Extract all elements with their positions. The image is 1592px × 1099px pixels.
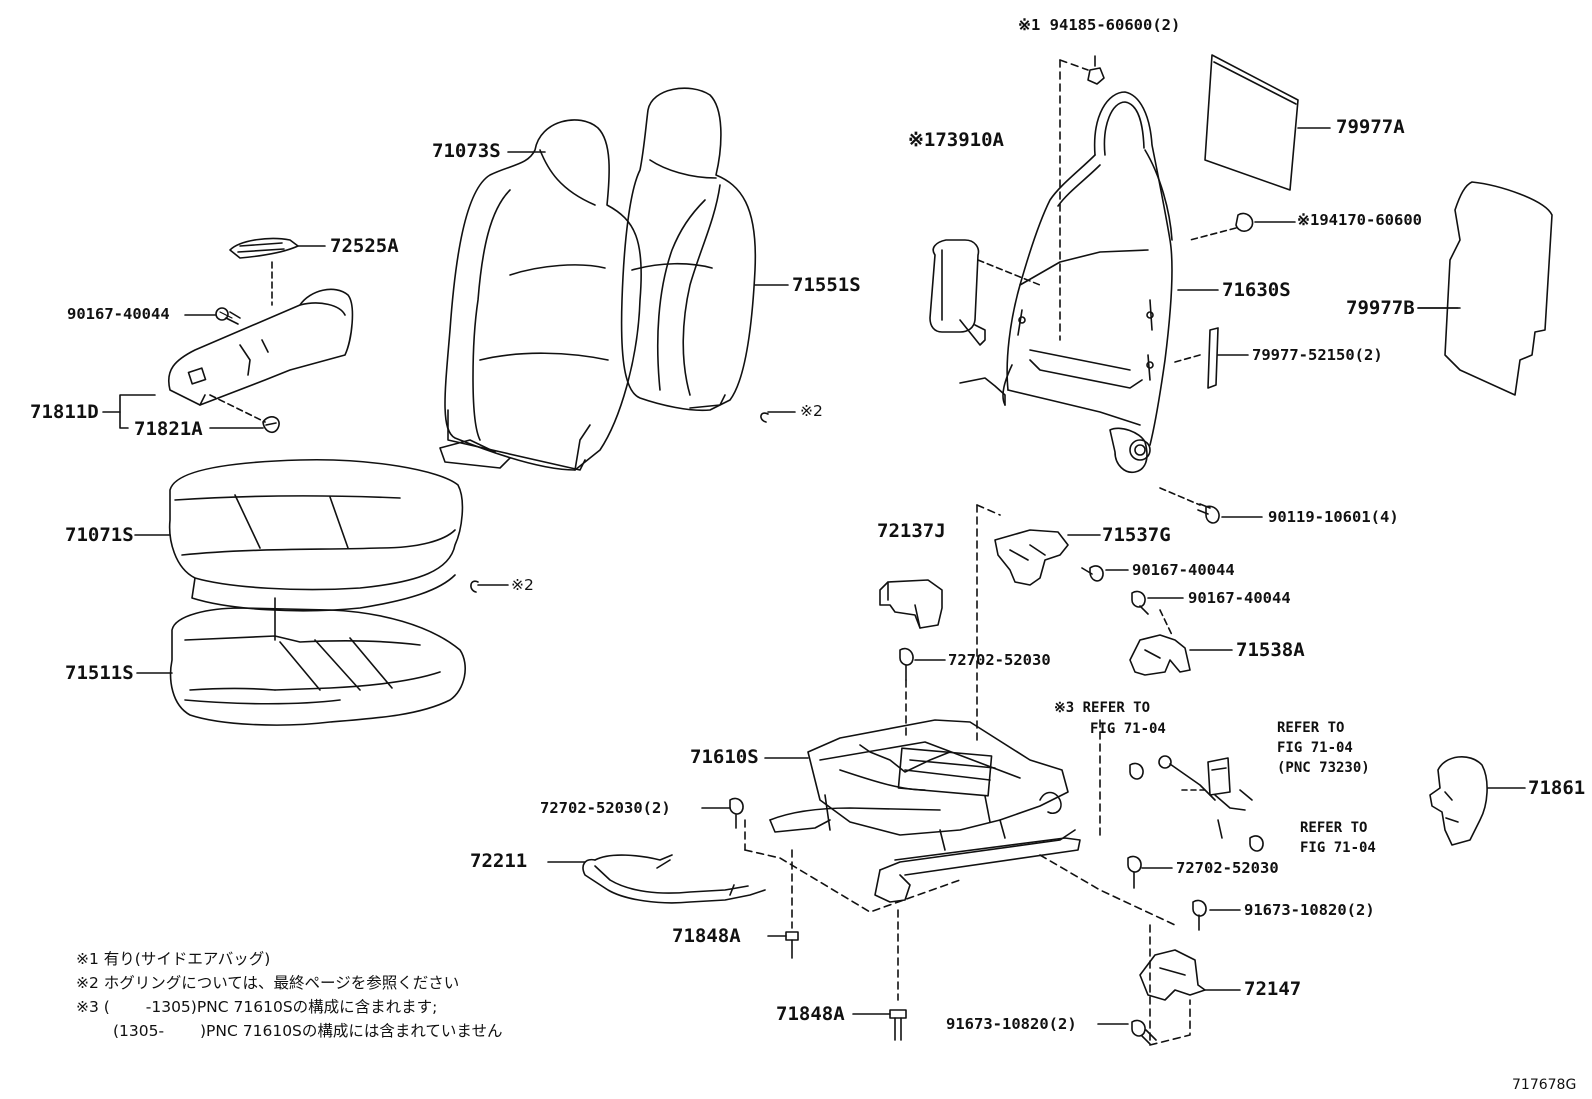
- label-refer-b-line2: FIG 71-04: [1300, 840, 1376, 856]
- label-mark-2-back: ※2: [800, 402, 823, 420]
- bracket-72147: [1140, 925, 1240, 1045]
- label-79977a: 79977A: [1336, 116, 1405, 138]
- part-72525a: [230, 238, 325, 305]
- label-71630s: 71630S: [1222, 279, 1291, 301]
- label-refer-3-line2: FIG 71-04: [1090, 721, 1166, 737]
- label-refer-a-line1: REFER TO: [1277, 720, 1345, 736]
- part-number: 73910A: [935, 129, 1004, 151]
- refer-text: REFER TO: [1082, 700, 1151, 716]
- label-71610s: 71610S: [690, 746, 759, 768]
- label-91673-upper: 91673-10820(2): [1244, 901, 1375, 919]
- side-shield-71811d: [169, 289, 353, 422]
- bolt-91673-lower: [1098, 1020, 1156, 1044]
- label-71821a: 71821A: [134, 418, 203, 440]
- seatback-cover-71073s: [440, 120, 641, 470]
- note-4: (1305- )PNC 71610Sの構成には含まれていません: [113, 1022, 503, 1040]
- label-72137j: 72137J: [877, 520, 946, 542]
- bolt-90167-40044-low: [1132, 591, 1183, 635]
- bolt-91673-upper: [1193, 900, 1240, 930]
- label-90119: 90119-10601(4): [1268, 508, 1399, 526]
- label-72702-52030-low: 72702-52030: [1176, 859, 1279, 877]
- clip-71821a: [210, 417, 279, 432]
- label-refer-a-line3: (PNC 73230): [1277, 760, 1370, 776]
- label-71848a-no2: 71848A: [776, 1003, 845, 1025]
- label-72525a: 72525A: [330, 235, 399, 257]
- label-71848a-no1: 71848A: [672, 925, 741, 947]
- label-73910a: ※173910A: [908, 131, 1004, 150]
- label-mark-2-cushion: ※2: [511, 576, 534, 594]
- pad-79977b: [1418, 182, 1552, 395]
- label-71551s: 71551S: [792, 274, 861, 296]
- label-71861: 71861: [1528, 777, 1586, 799]
- label-90167-40044-left: 90167-40044: [67, 305, 170, 323]
- cushion-cover-71071s: [170, 460, 463, 640]
- seatback-pad-71551s: [622, 88, 756, 410]
- label-94185: ※1 94185-60600(2): [1018, 16, 1181, 34]
- bolt-90167-40044-mid: [1082, 566, 1128, 581]
- seat-belt-buckle: [1130, 756, 1263, 851]
- part-number: 94185-60600(2): [1049, 16, 1181, 34]
- label-72702-52030-top: 72702-52030: [948, 651, 1051, 669]
- airbag-73910a: [930, 240, 1040, 345]
- seatback-frame-71630s: [960, 92, 1172, 472]
- label-refer-b-line1: REFER TO: [1300, 820, 1368, 836]
- label-71071s: 71071S: [65, 524, 134, 546]
- cover-72137j: [880, 580, 942, 628]
- nut-94170: [1190, 213, 1295, 240]
- note-1: ※1 有り(サイドエアバッグ): [76, 950, 271, 968]
- pad-79977a: [1205, 55, 1330, 190]
- note-2: ※2 ホグリングについては、最終ページを参照ください: [76, 974, 460, 992]
- bolt-90167-40044-left: [216, 308, 240, 324]
- bolt-72702-52030-low: [1128, 856, 1172, 888]
- label-90167-40044-low: 90167-40044: [1188, 589, 1291, 607]
- bracket-71537g: [995, 530, 1100, 585]
- wire-72211: [548, 855, 765, 903]
- bracket-71538a: [1130, 635, 1232, 675]
- label-72702-52030-pair: 72702-52030(2): [540, 799, 671, 817]
- note-3: ※3 ( -1305)PNC 71610Sの構成に含まれます;: [76, 998, 438, 1016]
- label-71073s: 71073S: [432, 140, 501, 162]
- part-number: 94170-60600: [1319, 211, 1422, 229]
- label-90167-40044-mid: 90167-40044: [1132, 561, 1235, 579]
- label-72147: 72147: [1244, 978, 1302, 1000]
- label-91673-lower: 91673-10820(2): [946, 1015, 1077, 1033]
- mark-1: ※1: [1018, 16, 1041, 34]
- label-79977-52150: 79977-52150(2): [1252, 346, 1383, 364]
- mark-1: ※1: [1297, 211, 1320, 229]
- label-71511s: 71511S: [65, 662, 134, 684]
- pin-71848a-no2: [853, 1010, 906, 1040]
- label-refer-a-line2: FIG 71-04: [1277, 740, 1353, 756]
- label-79977b: 79977B: [1346, 297, 1415, 319]
- nut-94185: [1088, 56, 1104, 84]
- strip-79977-52150: [1175, 328, 1248, 388]
- label-71538a: 71538A: [1236, 639, 1305, 661]
- knob-71861: [1430, 757, 1525, 845]
- label-72211: 72211: [470, 850, 528, 872]
- pin-71848a-no1: [768, 932, 798, 958]
- mark-1: ※1: [908, 129, 936, 151]
- mark-3: ※3: [1054, 700, 1075, 716]
- cushion-pad-71511s: [171, 608, 466, 725]
- bolt-72702-52030-top: [900, 649, 945, 740]
- seat-adjuster-71610s: [770, 720, 1080, 902]
- label-94170: ※194170-60600: [1297, 211, 1422, 229]
- label-71537g: 71537G: [1102, 524, 1171, 546]
- bolt-90119: [1160, 488, 1262, 523]
- bolt-72702-52030-pair: [702, 798, 743, 828]
- label-71811d: 71811D: [30, 401, 99, 423]
- figure-code: 717678G: [1512, 1077, 1577, 1093]
- label-refer-3-line1: ※3 REFER TO: [1054, 701, 1150, 715]
